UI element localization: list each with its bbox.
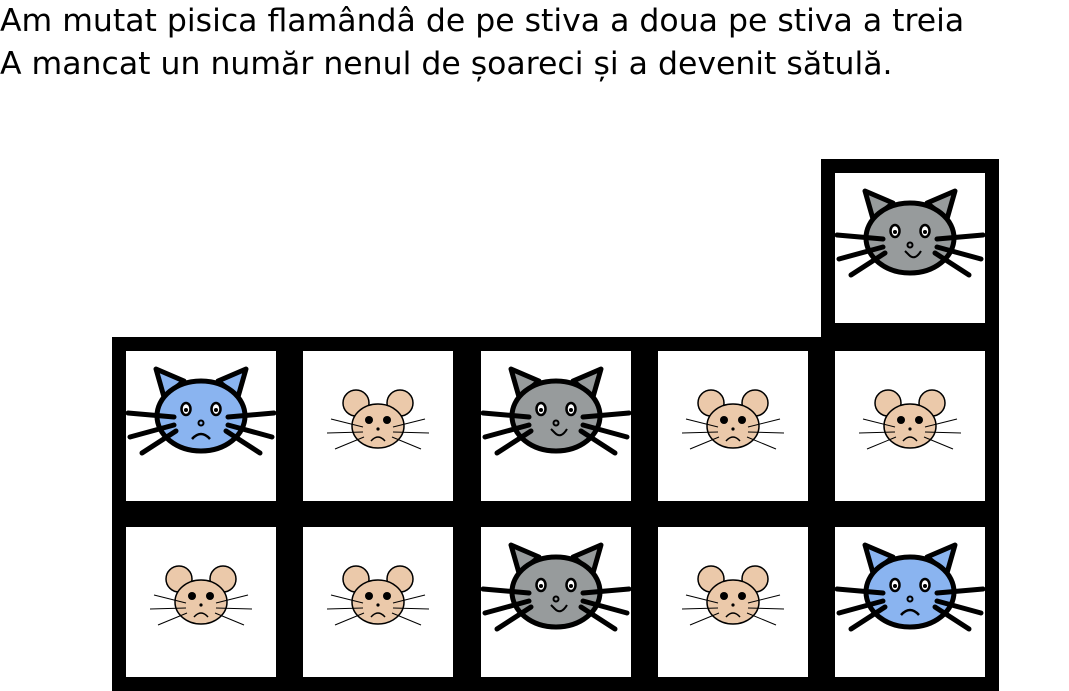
stack-tile-sad-cat xyxy=(112,337,290,515)
stack-tile-mouse xyxy=(112,513,290,691)
sad-cat-icon xyxy=(835,527,985,677)
mouse-icon xyxy=(303,351,453,501)
stack-tile-happy-cat xyxy=(467,337,645,515)
happy-cat-icon xyxy=(835,173,985,323)
happy-cat-icon xyxy=(481,527,631,677)
stack-tile-mouse xyxy=(289,513,467,691)
stack-tile-mouse xyxy=(644,513,822,691)
stack-tile-happy-cat xyxy=(467,513,645,691)
caption: Am mutat pisica flamândâ de pe stiva a d… xyxy=(0,0,964,86)
caption-line-2: A mancat un număr nenul de șoareci și a … xyxy=(0,46,893,82)
sad-cat-icon xyxy=(126,351,276,501)
stack-tile-mouse xyxy=(821,337,999,515)
stack-tile-mouse xyxy=(644,337,822,515)
mouse-icon xyxy=(658,527,808,677)
stack-tile-happy-cat xyxy=(821,159,999,337)
mouse-icon xyxy=(835,351,985,501)
mouse-icon xyxy=(126,527,276,677)
caption-line-1: Am mutat pisica flamândâ de pe stiva a d… xyxy=(0,3,965,39)
happy-cat-icon xyxy=(481,351,631,501)
mouse-icon xyxy=(658,351,808,501)
mouse-icon xyxy=(303,527,453,677)
stack-tile-mouse xyxy=(289,337,467,515)
stack-tile-sad-cat xyxy=(821,513,999,691)
